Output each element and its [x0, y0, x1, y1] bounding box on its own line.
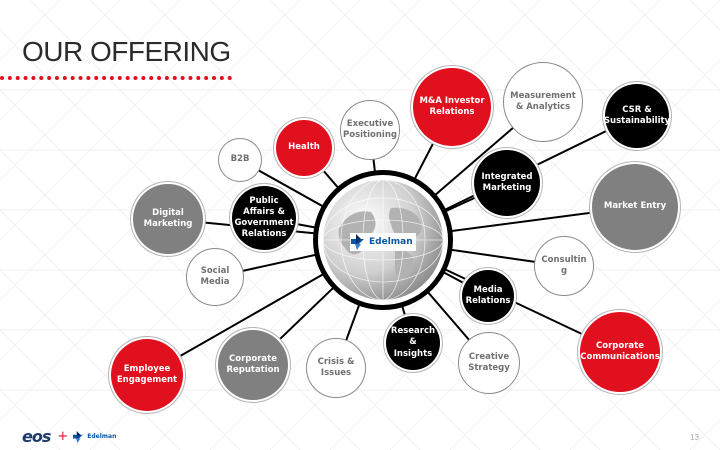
offering-measurement-analytics: Measurement & Analytics [503, 62, 583, 142]
offering-ma-investor-relations: M&A Investor Relations [413, 68, 491, 146]
edelman-logo: Edelman [350, 233, 416, 251]
offering-integrated-marketing: Integrated Marketing [474, 150, 540, 216]
offering-label: Crisis & Issues [317, 356, 355, 378]
offering-label: Market Entry [603, 201, 667, 212]
offering-label: Media Relations [465, 284, 511, 306]
offering-research-insights: Research & Insights [386, 316, 440, 370]
edelman-logo-icon [351, 234, 364, 250]
offering-digital-marketing: Digital Marketing [133, 184, 203, 254]
offering-label: M&A Investor Relations [419, 95, 485, 117]
edelman-footer-logo-text: Edelman [87, 433, 117, 440]
offering-label: Health [288, 142, 320, 153]
offering-label: Corporate Reputation [226, 353, 280, 375]
offering-label: Digital Marketing [143, 207, 193, 229]
offering-executive-positioning: Executive Positioning [340, 100, 400, 160]
offering-label: Creative Strategy [468, 351, 510, 373]
offering-label: Public Affairs & Government Relations [234, 195, 294, 240]
offering-label: Corporate Communications [580, 340, 660, 362]
offering-corporate-communications: Corporate Communications [580, 312, 660, 392]
offering-label: Social Media [200, 265, 230, 287]
offering-label: Consultin g [541, 254, 587, 276]
offering-employee-engagement: Employee Engagement [111, 339, 183, 411]
offering-label: B2B [230, 154, 250, 165]
central-hub: Edelman [313, 170, 453, 310]
offering-media-relations: Media Relations [462, 270, 514, 322]
offering-label: Integrated Marketing [481, 171, 533, 193]
offering-crisis-issues: Crisis & Issues [306, 338, 366, 398]
offering-label: Employee Engagement [116, 363, 178, 385]
offering-label: Research & Insights [390, 326, 436, 359]
offering-health: Health [276, 120, 332, 176]
offering-consulting: Consultin g [534, 236, 594, 296]
offering-social-media: Social Media [186, 248, 244, 306]
offering-label: Executive Positioning [343, 118, 397, 140]
eos-logo: eos [22, 427, 51, 446]
offering-label: Measurement & Analytics [510, 90, 576, 112]
offering-corporate-reputation: Corporate Reputation [218, 330, 288, 400]
offering-csr-sustainability: CSR & Sustainability [603, 84, 671, 148]
edelman-logo-text: Edelman [369, 237, 413, 247]
offering-creative-strategy: Creative Strategy [458, 332, 520, 394]
page-number: 13 [690, 433, 699, 442]
title-dotted-rule [0, 76, 232, 80]
offering-label: CSR & Sustainability [603, 104, 671, 126]
plus-icon: + [57, 429, 69, 444]
offering-b2b: B2B [218, 138, 262, 182]
page-title: OUR OFFERING [22, 36, 231, 67]
offering-market-entry: Market Entry [592, 164, 678, 250]
offering-public-affairs: Public Affairs & Government Relations [232, 186, 296, 250]
edelman-logo-icon [73, 430, 84, 443]
footer-logos: eos + Edelman [22, 427, 116, 446]
